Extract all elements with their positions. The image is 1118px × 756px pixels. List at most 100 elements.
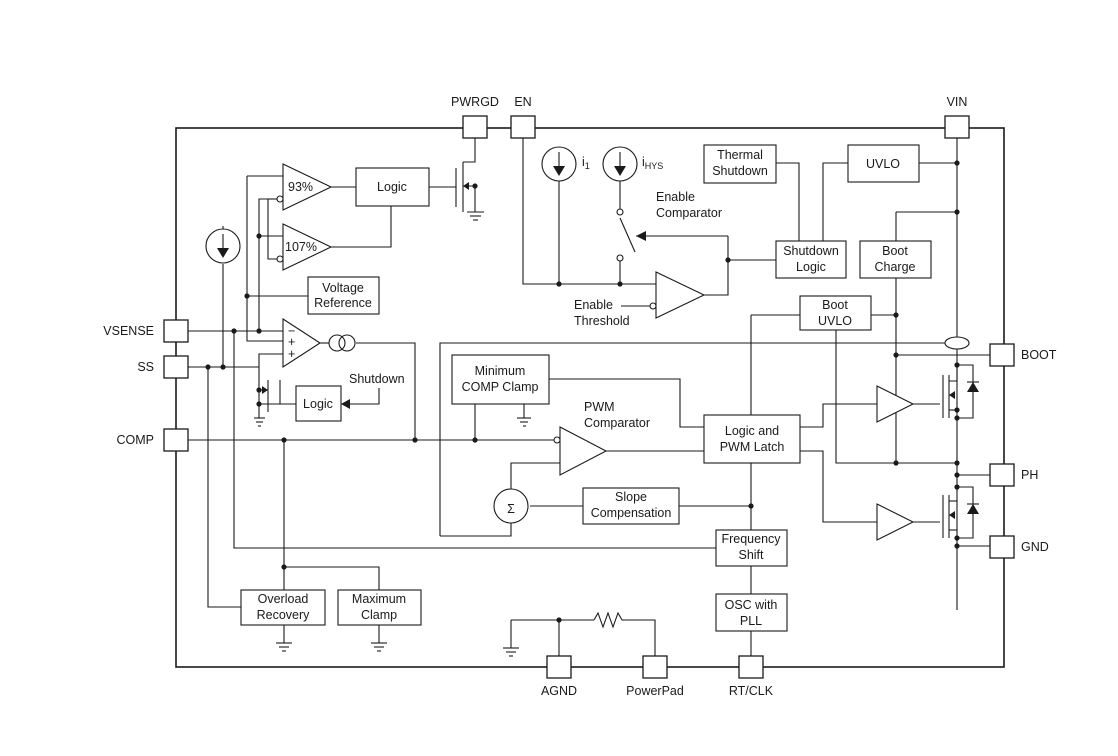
svg-text:Voltage: Voltage (322, 281, 364, 295)
pin-pwrgd: PWRGD (451, 95, 499, 139)
svg-text:Maximum: Maximum (352, 592, 406, 606)
logic-block-ss: Logic (295, 385, 342, 422)
thermal-shutdown-block: Thermal Shutdown (703, 144, 777, 184)
ss-fet-arrow (262, 386, 268, 394)
junction-dots (205, 160, 960, 623)
uvlo-block: UVLO (847, 144, 920, 183)
logic-block-top: Logic (355, 167, 430, 207)
enable-comparator-label-2: Comparator (656, 206, 722, 220)
i1-current-source (541, 146, 577, 182)
pwrgd-fet-arrow (463, 182, 469, 190)
svg-text:UVLO: UVLO (866, 157, 900, 171)
switch-arrow (636, 231, 646, 241)
svg-text:GND: GND (1021, 540, 1049, 554)
svg-text:Minimum: Minimum (475, 364, 526, 378)
pin-agnd: AGND (541, 655, 577, 698)
shutdown-label: Shutdown (349, 372, 405, 386)
svg-text:Shutdown: Shutdown (712, 164, 768, 178)
pwm-comparator-triangle (559, 426, 608, 476)
svg-text:Shift: Shift (738, 548, 764, 562)
svg-text:PLL: PLL (740, 614, 762, 628)
svg-text:Frequency: Frequency (721, 532, 781, 546)
comparator-107-triangle (282, 223, 333, 271)
svg-text:PWRGD: PWRGD (451, 95, 499, 109)
ihys-current-source (602, 146, 638, 182)
svg-text:UVLO: UVLO (818, 314, 852, 328)
svg-text:Compensation: Compensation (591, 506, 672, 520)
voltage-reference-block: Voltage Reference (307, 276, 380, 315)
switch-contact (616, 208, 624, 216)
svg-text:Logic: Logic (303, 397, 333, 411)
i1-label: i1 (582, 155, 590, 171)
inverting-bubble (553, 436, 561, 444)
shutdown-logic-block: Shutdown Logic (775, 240, 847, 279)
svg-text:COMP Clamp: COMP Clamp (462, 380, 539, 394)
inverting-bubble (276, 195, 284, 203)
pin-en: EN (510, 95, 536, 139)
comparator-93-label: 93% (288, 180, 313, 194)
svg-text:Recovery: Recovery (257, 608, 311, 622)
ic-boundary (175, 127, 1005, 668)
svg-text:PH: PH (1021, 468, 1038, 482)
boot-ellipse (944, 336, 970, 350)
pin-rtclk: RT/CLK (729, 655, 774, 698)
high-side-driver-triangle (876, 385, 915, 423)
svg-text:PowerPad: PowerPad (626, 684, 684, 698)
ss-current-source (205, 228, 241, 264)
enable-threshold-label-1: Enable (574, 298, 613, 312)
pwm-comparator-label-2: Comparator (584, 416, 650, 430)
svg-text:Logic and: Logic and (725, 424, 779, 438)
pin-comp: COMP (117, 428, 189, 452)
summer-circle (493, 488, 529, 524)
low-side-driver-triangle (876, 503, 915, 541)
hs-fet-arrow (949, 391, 955, 399)
svg-text:SS: SS (137, 360, 154, 374)
svg-text:Boot: Boot (822, 298, 848, 312)
error-amp-minus: − (288, 324, 295, 338)
pin-powerpad: PowerPad (626, 655, 684, 698)
svg-text:Clamp: Clamp (361, 608, 397, 622)
comparator-93-triangle (282, 163, 333, 211)
pin-vin: VIN (944, 95, 970, 139)
osc-pll-block: OSC with PLL (715, 593, 788, 632)
overload-recovery-block: Overload Recovery (240, 589, 326, 626)
svg-text:BOOT: BOOT (1021, 348, 1057, 362)
svg-text:Boot: Boot (882, 244, 908, 258)
error-amp-plus: + (288, 347, 295, 361)
min-comp-clamp-block: Minimum COMP Clamp (451, 354, 550, 405)
svg-text:COMP: COMP (117, 433, 155, 447)
ls-fet-arrow (949, 511, 955, 519)
transconductance-circle-right (338, 334, 356, 352)
error-amp-plus: + (288, 335, 295, 349)
svg-text:Slope: Slope (615, 490, 647, 504)
inverting-bubble (649, 302, 657, 310)
svg-text:Reference: Reference (314, 296, 372, 310)
enable-comparator-label-1: Enable (656, 190, 695, 204)
high-side-body-diode (967, 381, 979, 392)
pin-vsense: VSENSE (103, 319, 189, 343)
switch-contact (616, 254, 624, 262)
svg-text:Charge: Charge (875, 260, 916, 274)
svg-text:EN: EN (514, 95, 531, 109)
svg-text:OSC with: OSC with (725, 598, 778, 612)
svg-text:PWM Latch: PWM Latch (720, 440, 785, 454)
ihys-label: iHYS (642, 155, 663, 171)
enable-comparator-triangle (655, 271, 706, 319)
boot-charge-block: Boot Charge (859, 240, 932, 279)
svg-text:AGND: AGND (541, 684, 577, 698)
svg-text:Shutdown: Shutdown (783, 244, 839, 258)
slope-compensation-block: Slope Compensation (582, 487, 680, 525)
inverting-bubble (276, 255, 284, 263)
boot-uvlo-block: Boot UVLO (799, 295, 872, 331)
wires (188, 138, 990, 657)
svg-text:Overload: Overload (258, 592, 309, 606)
logic-pwm-latch-block: Logic and PWM Latch (703, 414, 801, 464)
svg-text:VSENSE: VSENSE (103, 324, 154, 338)
pin-gnd: GND (989, 535, 1049, 559)
sigma-symbol: Σ (507, 502, 515, 516)
transconductance-circle-left (328, 334, 346, 352)
pwm-comparator-label-1: PWM (584, 400, 615, 414)
pin-ss: SS (137, 355, 189, 379)
